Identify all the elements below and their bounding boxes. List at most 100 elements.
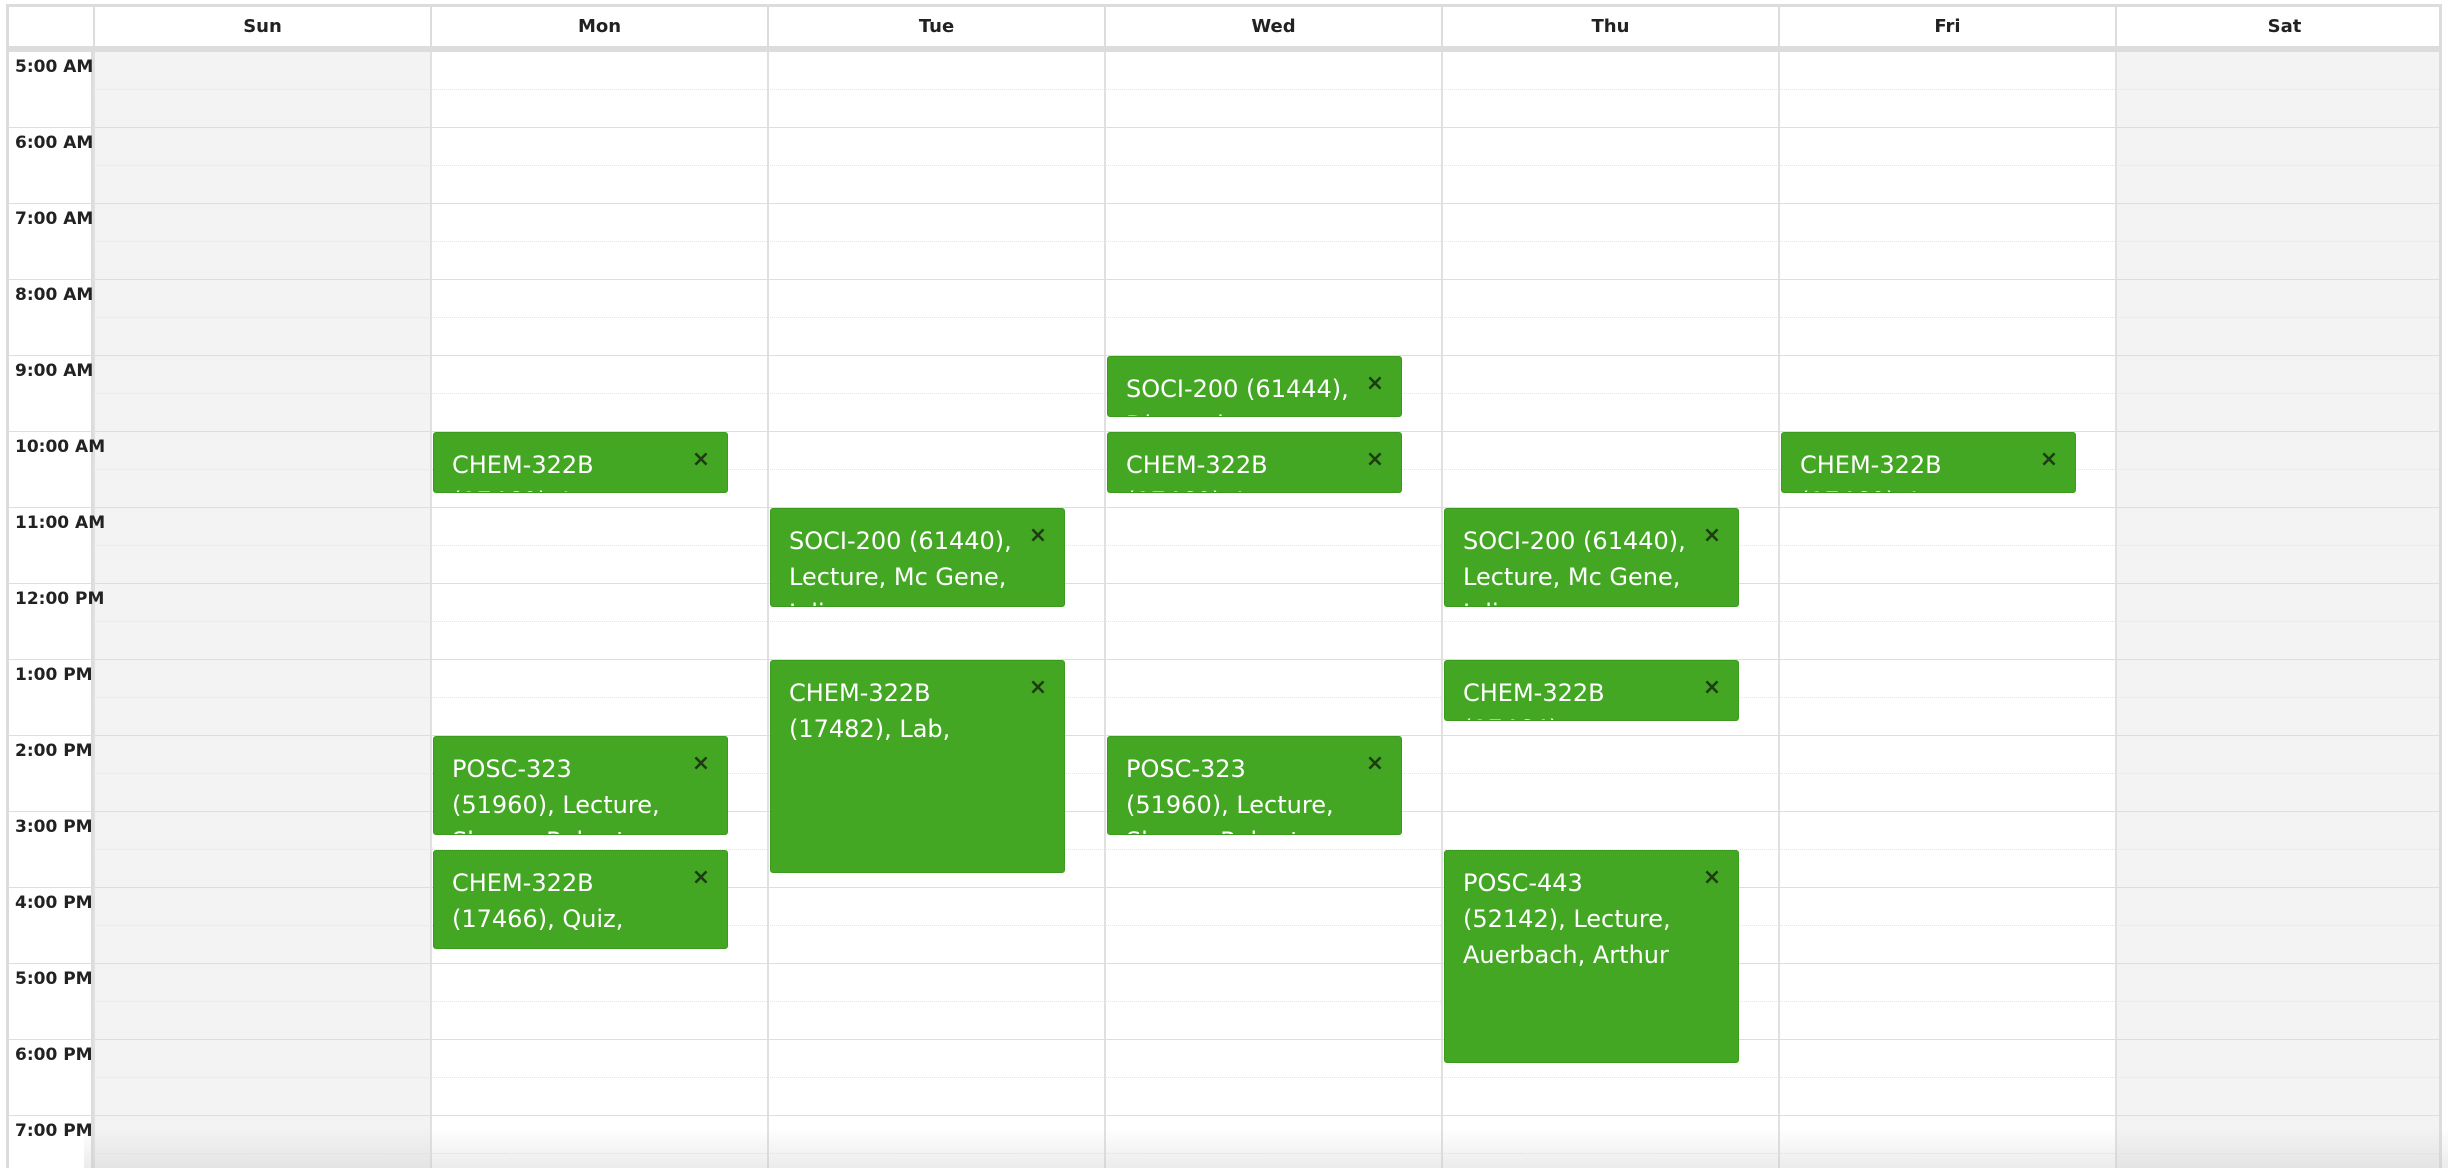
course-event[interactable]: CHEM-322B (17460), Lecture, Thompson ×	[1781, 432, 2076, 494]
gutter-hour-line	[9, 127, 91, 128]
close-icon[interactable]: ×	[691, 751, 711, 776]
gutter-hour-line	[9, 279, 91, 280]
course-event-label: POSC-323 (51960), Lecture, Shrum, Robert	[1126, 755, 1334, 834]
half-hour-line	[93, 317, 2439, 318]
time-label: 7:00 AM	[15, 209, 94, 229]
day-header-tue: Tue	[767, 7, 1104, 46]
course-event-label: CHEM-322B (17460), Lecture, Thompson	[452, 451, 660, 492]
half-hour-line	[93, 1077, 2439, 1078]
gutter-hour-line	[9, 507, 91, 508]
day-header-sun: Sun	[93, 7, 430, 46]
day-header-fri: Fri	[1778, 7, 2115, 46]
day-header-thu: Thu	[1441, 7, 1778, 46]
close-icon[interactable]: ×	[691, 865, 711, 890]
close-icon[interactable]: ×	[2039, 447, 2059, 472]
half-hour-line	[93, 545, 2439, 546]
course-event-label: CHEM-322B (17482), Lab,	[789, 679, 951, 743]
course-event-label: SOCI-200 (61444), Discussion	[1126, 375, 1349, 416]
day-header-wed: Wed	[1104, 7, 1441, 46]
gutter-hour-line	[9, 659, 91, 660]
time-label: 6:00 AM	[15, 133, 94, 153]
half-hour-line	[93, 1153, 2439, 1154]
gutter-hour-line	[9, 51, 91, 52]
hour-line	[93, 1039, 2439, 1040]
course-event-label: SOCI-200 (61440), Lecture, Mc Gene, Juli…	[789, 527, 1012, 606]
time-label: 4:00 PM	[15, 893, 93, 913]
course-event-label: SOCI-200 (61440), Lecture, Mc Gene, Juli…	[1463, 527, 1686, 606]
time-label: 12:00 PM	[15, 589, 105, 609]
time-label: 8:00 AM	[15, 285, 94, 305]
course-event[interactable]: POSC-323 (51960), Lecture, Shrum, Robert…	[1107, 736, 1402, 836]
close-icon[interactable]: ×	[1028, 523, 1048, 548]
hour-line	[93, 431, 2439, 432]
hour-line	[93, 887, 2439, 888]
half-hour-line	[93, 1001, 2439, 1002]
course-event[interactable]: SOCI-200 (61440), Lecture, Mc Gene, Juli…	[770, 508, 1065, 608]
close-icon[interactable]: ×	[1702, 675, 1722, 700]
close-icon[interactable]: ×	[1365, 447, 1385, 472]
half-hour-line	[93, 621, 2439, 622]
day-column-sat[interactable]	[2115, 51, 2439, 1168]
day-column-sun[interactable]	[93, 51, 430, 1168]
course-event[interactable]: POSC-443 (52142), Lecture, Auerbach, Art…	[1444, 850, 1739, 1064]
hour-line	[93, 507, 2439, 508]
header-corner	[9, 7, 93, 46]
hour-line	[93, 203, 2439, 204]
half-hour-line	[93, 925, 2439, 926]
day-column-fri[interactable]	[1778, 51, 2115, 1168]
hour-line	[93, 963, 2439, 964]
hour-line	[93, 583, 2439, 584]
day-column-wed[interactable]	[1104, 51, 1441, 1168]
time-label: 11:00 AM	[15, 513, 106, 533]
gutter-hour-line	[9, 887, 91, 888]
course-event[interactable]: CHEM-322B (17482), Lab, ×	[770, 660, 1065, 874]
gutter-hour-line	[9, 735, 91, 736]
time-label: 5:00 PM	[15, 969, 93, 989]
gutter-hour-line	[9, 355, 91, 356]
hour-line	[93, 659, 2439, 660]
course-event[interactable]: CHEM-322B (17460), Lecture, Thompson ×	[433, 432, 728, 494]
gutter-hour-line	[9, 811, 91, 812]
course-event[interactable]: SOCI-200 (61440), Lecture, Mc Gene, Juli…	[1444, 508, 1739, 608]
course-event[interactable]: CHEM-322B (17466), Quiz, ×	[433, 850, 728, 950]
close-icon[interactable]: ×	[1365, 751, 1385, 776]
time-label: 2:00 PM	[15, 741, 93, 761]
course-event[interactable]: POSC-323 (51960), Lecture, Shrum, Robert…	[433, 736, 728, 836]
time-label: 1:00 PM	[15, 665, 93, 685]
gutter-hour-line	[9, 1115, 91, 1116]
close-icon[interactable]: ×	[1028, 675, 1048, 700]
hour-line	[93, 355, 2439, 356]
half-hour-line	[93, 241, 2439, 242]
course-event[interactable]: SOCI-200 (61444), Discussion ×	[1107, 356, 1402, 418]
course-event[interactable]: CHEM-322B (17460), Lecture, Thompson×	[1107, 432, 1402, 494]
course-event-label: CHEM-322B (17464), Discussion	[1463, 679, 1605, 720]
gutter-hour-line	[9, 431, 91, 432]
close-icon[interactable]: ×	[691, 447, 711, 472]
half-hour-line	[93, 849, 2439, 850]
time-label: 10:00 AM	[15, 437, 106, 457]
time-label: 6:00 PM	[15, 1045, 93, 1065]
close-icon[interactable]: ×	[1702, 523, 1722, 548]
day-column-thu[interactable]	[1441, 51, 1778, 1168]
course-event-label: CHEM-322B (17466), Quiz,	[452, 869, 624, 933]
hour-line	[93, 1115, 2439, 1116]
hour-line	[93, 51, 2439, 52]
day-header-mon: Mon	[430, 7, 767, 46]
gutter-hour-line	[9, 583, 91, 584]
time-label: 3:00 PM	[15, 817, 93, 837]
course-event-label: CHEM-322B (17460), Lecture, Thompson	[1800, 451, 2008, 492]
time-label: 9:00 AM	[15, 361, 94, 381]
close-icon[interactable]: ×	[1365, 371, 1385, 396]
calendar-grid: SOCI-200 (61444), Discussion×CHEM-322B (…	[93, 51, 2439, 1168]
close-icon[interactable]: ×	[1702, 865, 1722, 890]
course-event[interactable]: CHEM-322B (17464), Discussion ×	[1444, 660, 1739, 722]
day-column-mon[interactable]	[430, 51, 767, 1168]
hour-line	[93, 127, 2439, 128]
gutter-hour-line	[9, 203, 91, 204]
day-column-tue[interactable]	[767, 51, 1104, 1168]
hour-line	[93, 735, 2439, 736]
time-label: 7:00 PM	[15, 1121, 93, 1141]
